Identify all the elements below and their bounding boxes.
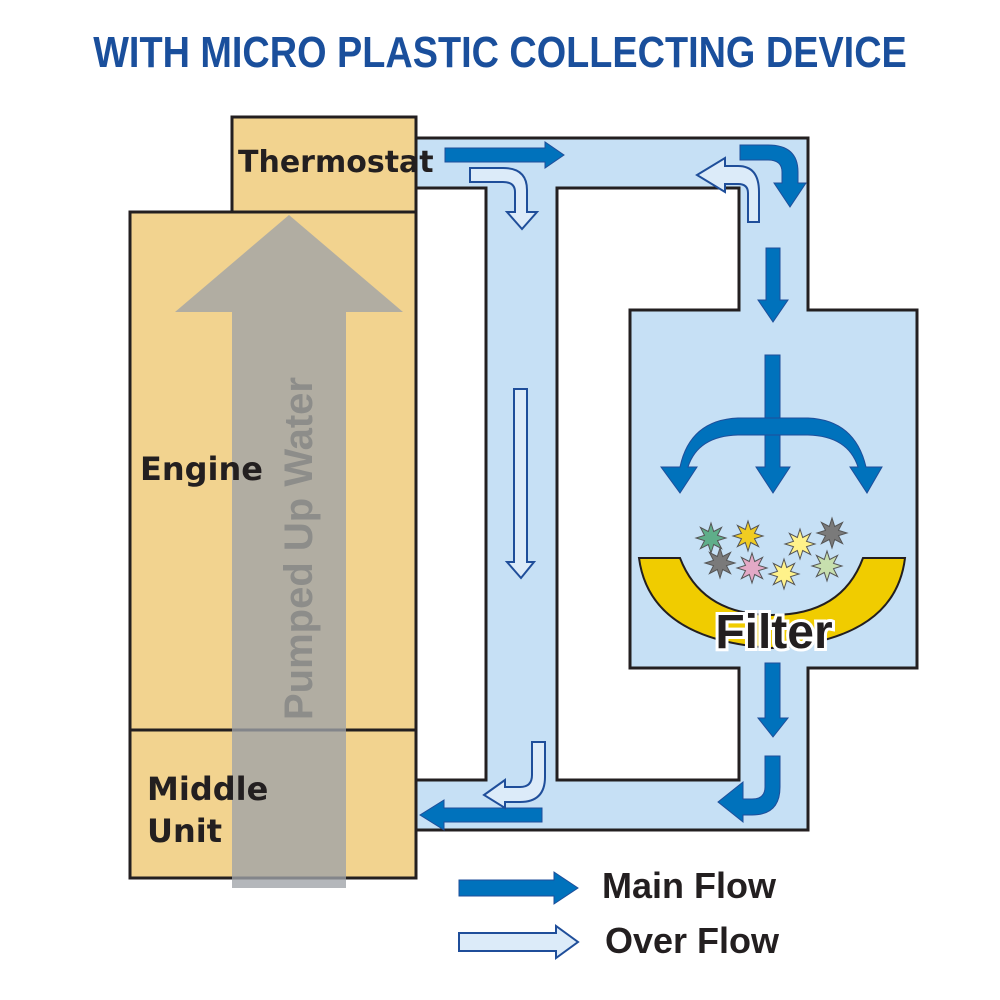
particle-star-icon — [815, 516, 849, 550]
main-flow-arrow-top-right — [444, 141, 565, 169]
diagram-title: WITH MICRO PLASTIC COLLECTING DEVICE — [93, 28, 907, 77]
particle-star-icon — [767, 557, 801, 591]
thermostat-label: Thermostat — [238, 145, 434, 180]
particle-star-icon — [735, 551, 769, 585]
main-flow-arrow-split — [660, 417, 883, 494]
legend-main-flow-arrow-icon — [458, 871, 579, 905]
main-flow-arrow-left — [419, 799, 543, 831]
middle-unit-label-1: Middle — [147, 770, 268, 808]
over-flow-arrow-down-left-pipe — [504, 388, 537, 580]
filter-label: Filter — [715, 606, 832, 659]
legend-main-flow-label: Main Flow — [602, 865, 777, 906]
particle-star-icon — [783, 527, 817, 561]
over-flow-arrow-corner-top-left — [469, 167, 540, 231]
over-flow-arrows — [469, 156, 760, 810]
main-flow-arrow-down-2 — [756, 662, 790, 738]
main-flow-arrows — [419, 141, 883, 831]
particle-star-icon — [694, 521, 728, 555]
filter-bowl-icon — [637, 557, 907, 650]
main-flow-arrow-corner-top — [739, 144, 807, 208]
particle-star-icon — [703, 546, 737, 580]
pumped-water-arrow — [175, 215, 403, 888]
engine-label: Engine — [140, 450, 263, 488]
legend-over-flow-arrow-icon — [458, 924, 580, 960]
pumped-water-label: Pumped Up Water — [277, 377, 321, 720]
main-flow-arrow-down-1 — [757, 247, 789, 323]
main-flow-arrow-corner-bottom — [717, 755, 781, 824]
pipe-network — [414, 136, 919, 832]
microplastic-particles — [694, 516, 849, 591]
over-flow-arrow-corner-bottom-left — [482, 741, 546, 810]
over-flow-arrow-corner-top-right — [695, 156, 760, 223]
legend: Main Flow Over Flow — [458, 865, 780, 961]
particle-star-icon — [810, 549, 844, 583]
middle-unit-label-2: Unit — [147, 812, 222, 850]
legend-over-flow-label: Over Flow — [605, 920, 780, 961]
particle-star-icon — [731, 519, 765, 553]
